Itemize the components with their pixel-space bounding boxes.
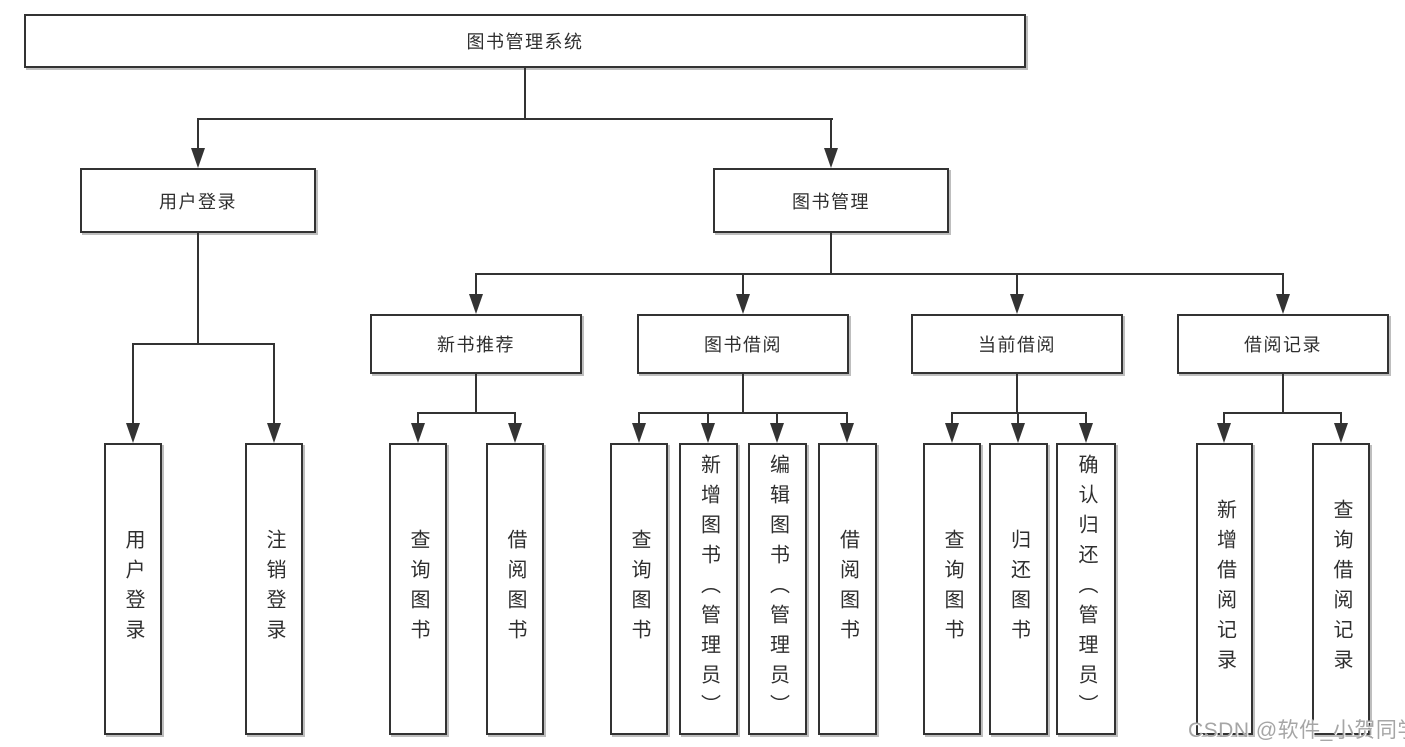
node-add-books-admin: 新增图书（管理员） <box>679 443 738 735</box>
connector-line <box>475 273 1284 275</box>
connector-line <box>846 412 848 423</box>
arrowhead-down-icon <box>840 423 854 443</box>
arrowhead-down-icon <box>632 423 646 443</box>
node-current-borrowing-label: 当前借阅 <box>978 335 1056 355</box>
arrowhead-down-icon <box>1276 294 1290 314</box>
node-book-borrowing-label: 图书借阅 <box>704 335 782 355</box>
node-add-books-admin-label: 新增图书（管理员） <box>697 454 720 724</box>
connector-line <box>742 374 744 412</box>
connector-line <box>951 412 953 423</box>
arrowhead-down-icon <box>126 423 140 443</box>
connector-line <box>417 412 516 414</box>
node-user-login-label: 用户登录 <box>159 191 237 212</box>
connector-line <box>776 412 778 423</box>
connector-line <box>830 118 832 148</box>
node-borrowing-records: 借阅记录 <box>1177 314 1389 374</box>
connector-line <box>1282 273 1284 294</box>
connector-line <box>1223 412 1225 423</box>
node-book-management-label: 图书管理 <box>792 191 870 212</box>
arrowhead-down-icon <box>1334 423 1348 443</box>
arrowhead-down-icon <box>508 423 522 443</box>
connector-line <box>475 273 477 294</box>
node-add-borrow-record-label: 新增借阅记录 <box>1213 499 1236 679</box>
connector-line <box>742 273 744 294</box>
node-borrow-books-1: 借阅图书 <box>486 443 544 735</box>
arrowhead-down-icon <box>411 423 425 443</box>
arrowhead-down-icon <box>736 294 750 314</box>
connector-line <box>475 374 477 412</box>
node-user-login-leaf: 用户登录 <box>104 443 162 735</box>
node-new-book-recommend-label: 新书推荐 <box>437 335 515 355</box>
arrowhead-down-icon <box>469 294 483 314</box>
arrowhead-down-icon <box>701 423 715 443</box>
connector-line <box>1340 412 1342 423</box>
node-borrow-books-2-label: 借阅图书 <box>836 529 859 649</box>
arrowhead-down-icon <box>1010 294 1024 314</box>
node-new-book-recommend: 新书推荐 <box>370 314 582 374</box>
node-logout-label: 注销登录 <box>263 529 285 649</box>
node-user-login: 用户登录 <box>80 168 316 233</box>
node-add-borrow-record: 新增借阅记录 <box>1196 443 1253 735</box>
node-edit-books-admin: 编辑图书（管理员） <box>748 443 807 735</box>
connector-line <box>197 233 199 343</box>
connector-line <box>951 412 1087 414</box>
connector-line <box>197 118 199 148</box>
connector-line <box>132 343 134 423</box>
connector-line <box>638 412 848 414</box>
node-query-books-1: 查询图书 <box>389 443 447 735</box>
node-query-books-3-label: 查询图书 <box>941 529 963 649</box>
node-borrow-books-1-label: 借阅图书 <box>504 529 526 649</box>
node-query-books-2: 查询图书 <box>610 443 668 735</box>
node-confirm-return-admin: 确认归还（管理员） <box>1056 443 1116 735</box>
node-current-borrowing: 当前借阅 <box>911 314 1123 374</box>
arrowhead-down-icon <box>770 423 784 443</box>
connector-line <box>132 343 275 345</box>
node-borrow-books-2: 借阅图书 <box>818 443 877 735</box>
node-query-borrow-record-label: 查询借阅记录 <box>1330 499 1352 679</box>
arrowhead-down-icon <box>191 148 205 168</box>
node-query-borrow-record: 查询借阅记录 <box>1312 443 1370 735</box>
connector-line <box>830 233 832 273</box>
node-logout: 注销登录 <box>245 443 303 735</box>
connector-line <box>417 412 419 423</box>
node-borrowing-records-label: 借阅记录 <box>1244 335 1322 355</box>
connector-line <box>638 412 640 423</box>
node-return-books: 归还图书 <box>989 443 1048 735</box>
node-root-label: 图书管理系统 <box>466 32 584 52</box>
connector-line <box>1223 412 1342 414</box>
connector-line <box>514 412 516 423</box>
arrowhead-down-icon <box>824 148 838 168</box>
connector-line <box>1085 412 1087 423</box>
connector-line <box>1017 412 1019 423</box>
connector-line <box>707 412 709 423</box>
node-root: 图书管理系统 <box>24 14 1026 68</box>
watermark: CSDN @软件_小贺同学 <box>1188 719 1405 742</box>
arrowhead-down-icon <box>1079 423 1093 443</box>
node-query-books-3: 查询图书 <box>923 443 981 735</box>
arrowhead-down-icon <box>267 423 281 443</box>
node-confirm-return-admin-label: 确认归还（管理员） <box>1075 454 1097 724</box>
node-return-books-label: 归还图书 <box>1007 529 1030 649</box>
node-book-borrowing: 图书借阅 <box>637 314 849 374</box>
node-query-books-2-label: 查询图书 <box>628 529 650 649</box>
node-user-login-leaf-label: 用户登录 <box>122 529 144 649</box>
connector-line <box>273 343 275 423</box>
connector-line <box>1016 374 1018 412</box>
arrowhead-down-icon <box>945 423 959 443</box>
node-edit-books-admin-label: 编辑图书（管理员） <box>766 454 789 724</box>
node-query-books-1-label: 查询图书 <box>407 529 429 649</box>
connector-line <box>524 68 526 118</box>
connector-line <box>1282 374 1284 412</box>
arrowhead-down-icon <box>1217 423 1231 443</box>
arrowhead-down-icon <box>1011 423 1025 443</box>
connector-line <box>1016 273 1018 294</box>
connector-line <box>198 118 833 120</box>
node-book-management: 图书管理 <box>713 168 949 233</box>
